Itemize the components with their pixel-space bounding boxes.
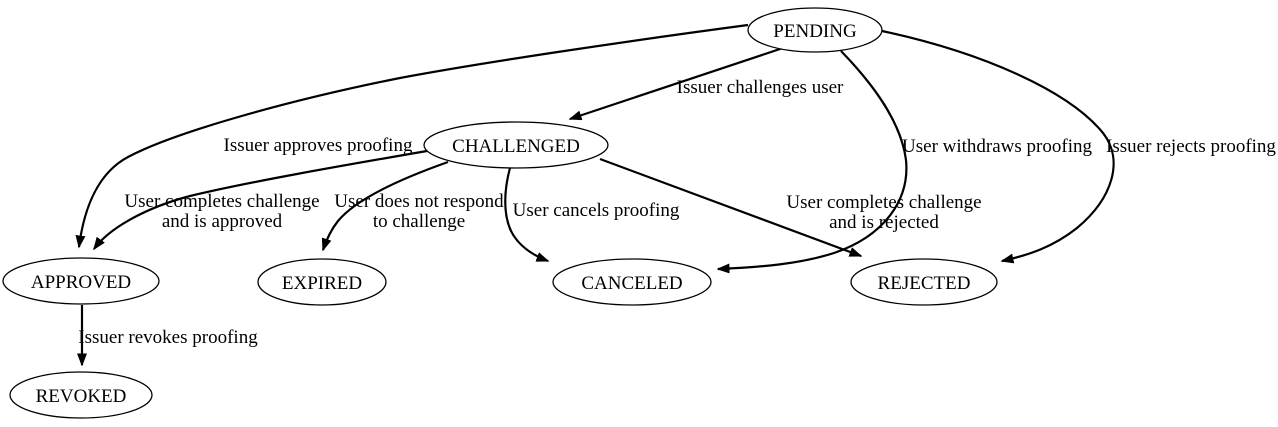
edge-pending-canceled <box>716 50 908 274</box>
node-revoked-label: REVOKED <box>36 386 127 407</box>
edge-label-issuer-rejects-proofing: Issuer rejects proofing <box>1106 136 1276 157</box>
node-pending-ellipse <box>747 7 883 53</box>
node-canceled-label: CANCELED <box>581 273 682 294</box>
edge-label-issuer-approves-proofing: Issuer approves proofing <box>224 135 413 156</box>
node-revoked: REVOKED <box>9 371 153 419</box>
edge-label-does-not-respond-line1: User does not respond <box>334 191 504 212</box>
node-expired-ellipse <box>257 258 387 306</box>
node-challenged: CHALLENGED <box>423 121 609 169</box>
node-rejected-ellipse <box>850 258 998 306</box>
edge-labels: Issuer challenges user Issuer approves p… <box>78 77 1276 348</box>
node-canceled: CANCELED <box>552 258 712 306</box>
node-expired: EXPIRED <box>257 258 387 306</box>
node-approved-label: APPROVED <box>31 272 131 293</box>
nodes: PENDING CHALLENGED APPROVED EXPIRED CANC… <box>2 7 998 419</box>
edge-label-user-withdraws-proofing: User withdraws proofing <box>902 136 1092 157</box>
edge-label-user-cancels-proofing: User cancels proofing <box>513 200 680 221</box>
node-rejected-label: REJECTED <box>878 273 971 294</box>
edge-label-completes-challenge-rejected-line1: User completes challenge <box>786 192 981 213</box>
edge-label-completes-challenge-rejected-line2: and is rejected <box>829 212 939 233</box>
node-challenged-label: CHALLENGED <box>452 136 580 157</box>
edge-label-does-not-respond-line2: to challenge <box>373 211 465 232</box>
edge-challenged-canceled <box>504 167 550 263</box>
node-canceled-ellipse <box>552 258 712 306</box>
node-revoked-ellipse <box>9 371 153 419</box>
node-rejected: REJECTED <box>850 258 998 306</box>
edge-challenged-approved <box>93 149 428 251</box>
edge-pending-approved <box>75 23 749 249</box>
node-approved-ellipse <box>2 257 160 305</box>
edge-pending-challenged <box>568 46 784 121</box>
node-pending: PENDING <box>747 7 883 53</box>
node-pending-label: PENDING <box>773 21 857 42</box>
node-expired-label: EXPIRED <box>282 273 362 294</box>
edge-label-completes-challenge-approved-line2: and is approved <box>162 211 283 232</box>
edge-label-issuer-revokes-proofing: Issuer revokes proofing <box>78 327 258 348</box>
edge-challenged-rejected <box>599 157 863 258</box>
node-challenged-ellipse <box>423 121 609 169</box>
edges <box>75 23 1115 367</box>
edge-label-completes-challenge-approved-line1: User completes challenge <box>124 191 319 212</box>
node-approved: APPROVED <box>2 257 160 305</box>
edge-challenged-expired <box>321 160 449 252</box>
edge-label-issuer-challenges-user: Issuer challenges user <box>677 77 844 98</box>
edge-pending-rejected <box>881 29 1115 264</box>
